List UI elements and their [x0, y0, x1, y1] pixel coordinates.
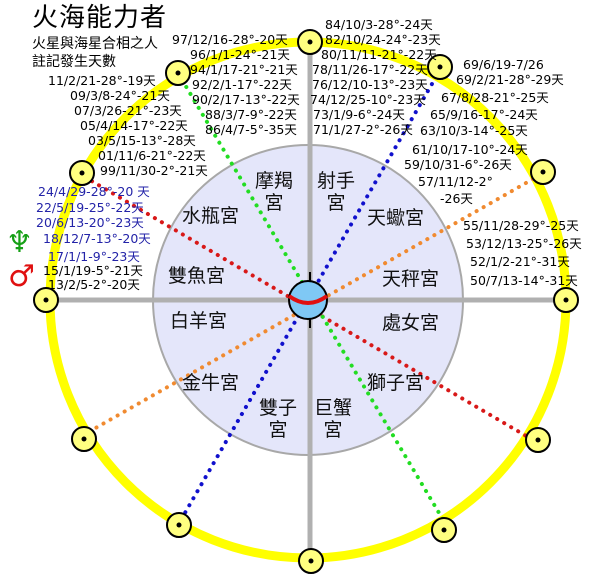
note: 96/1/1-24°-21天: [190, 47, 290, 62]
note: 69/6/19-7/26: [463, 57, 544, 72]
note: 20/6/13-20°-23天: [36, 215, 144, 230]
note: 50/7/13-14°-31天: [470, 273, 578, 288]
note: 92/2/1-17°-22天: [192, 77, 292, 92]
house-label: 宮: [264, 192, 284, 214]
note: 76/12/10-13°-23天: [312, 77, 428, 92]
house-cancer: 巨蟹 宮: [314, 397, 352, 441]
green-conjunction-line: [176, 71, 447, 525]
note: 80/11/11-21°-22天: [321, 47, 437, 62]
note: 61/10/17-10°-24天: [412, 142, 528, 157]
note: 86/4/7-5°-35天: [205, 122, 297, 137]
note: 13/2/5-2°-20天: [48, 277, 140, 292]
note: 74/12/25-10°-23天: [310, 92, 426, 107]
note: 09/3/8-24°-21天: [70, 88, 170, 103]
subtitle-line-2: 註記發生天數: [32, 54, 116, 70]
note: 03/5/15-13°-28天: [88, 133, 196, 148]
mars-icon: ♂: [8, 259, 35, 294]
house-label: 宮: [323, 419, 343, 441]
note: 90/2/17-13°-22天: [192, 92, 300, 107]
house-aries: 白羊宮: [170, 310, 228, 332]
house-virgo: 處女宮: [382, 312, 440, 334]
house-label: 宮: [268, 419, 288, 441]
note: 07/3/26-21°-23天: [74, 103, 182, 118]
neptune-icon: ♆: [6, 225, 33, 260]
earth-icon: [287, 272, 329, 328]
sun-icon: [525, 427, 551, 453]
note: 55/11/28-29°-25天: [463, 218, 579, 233]
note: 52/1/2-21°-31天: [470, 254, 570, 269]
page-title: 火海能力者: [32, 3, 168, 33]
sun-icon: [427, 54, 453, 80]
note: 17/1/1-9°-23天: [48, 249, 140, 264]
note: 78/11/26-17°-22天: [312, 62, 428, 77]
note: 59/10/31-6°-26天: [404, 157, 512, 172]
red-conjunction-line: [76, 171, 535, 442]
note: 24/4/29-28°-20 天: [38, 184, 150, 199]
house-taurus: 金牛宮: [182, 372, 240, 394]
house-leo: 獅子宮: [367, 372, 425, 394]
note: 88/3/7-9°-22天: [205, 107, 297, 122]
sun-icon: [166, 512, 192, 538]
note: 63/10/3-14°-25天: [420, 123, 528, 138]
house-label: 摩羯: [255, 170, 294, 192]
sun-icon: [298, 548, 324, 574]
note: 15/1/19-5°-21天: [43, 263, 143, 278]
note: 69/2/21-28°-29天: [456, 72, 564, 87]
note: 82/10/24-24°-23天: [325, 32, 441, 47]
note: 18/12/7-13°-20天: [43, 231, 151, 246]
note: 94/1/17-21°-21天: [190, 62, 298, 77]
note: 22/5/19-25°-22天: [36, 200, 144, 215]
note: 11/2/21-28°-19天: [48, 73, 156, 88]
sun-icon: [33, 287, 59, 313]
house-label: 宮: [326, 192, 346, 214]
note: 65/9/16-17°-24天: [430, 107, 538, 122]
house-label: 射手: [317, 170, 356, 192]
house-libra: 天秤宮: [382, 268, 440, 290]
note: 73/1/9-6°-24天: [313, 107, 405, 122]
sun-markers: [33, 29, 579, 574]
sun-icon: [530, 159, 556, 185]
sun-icon: [69, 160, 95, 186]
sun-icon: [297, 29, 323, 55]
house-aquarius: 水瓶宮: [182, 205, 240, 227]
blue-conjunction-line: [176, 68, 442, 527]
house-label: 巨蟹: [314, 397, 353, 419]
sun-icon: [553, 287, 579, 313]
sun-icon: [165, 60, 191, 86]
house-capricorn: 摩羯 宮: [255, 170, 293, 214]
note: 84/10/3-28°-24天: [325, 17, 433, 32]
note: 05/4/14-17°-22天: [80, 118, 188, 133]
note: 01/11/6-21°-22天: [98, 148, 206, 163]
note: 57/11/12-2°: [418, 174, 493, 189]
note: 99/11/30-2°-21天: [100, 163, 208, 178]
sun-icon: [71, 426, 97, 452]
note: 71/1/27-2°-26天: [313, 122, 413, 137]
house-gemini: 雙子 宮: [259, 397, 297, 441]
house-sagittarius: 射手 宮: [317, 170, 355, 214]
subtitle-line-1: 火星與海星合相之人: [32, 36, 158, 52]
note: -26天: [440, 191, 473, 206]
sun-icon: [431, 517, 457, 543]
house-scorpio: 天蠍宮: [367, 207, 425, 229]
house-label: 雙子: [259, 397, 298, 419]
note: 67/8/28-21°-25天: [441, 90, 549, 105]
note: 53/12/13-25°-26天: [466, 236, 582, 251]
house-pisces: 雙魚宮: [168, 265, 226, 287]
note: 97/12/16-28°-20天: [172, 32, 288, 47]
